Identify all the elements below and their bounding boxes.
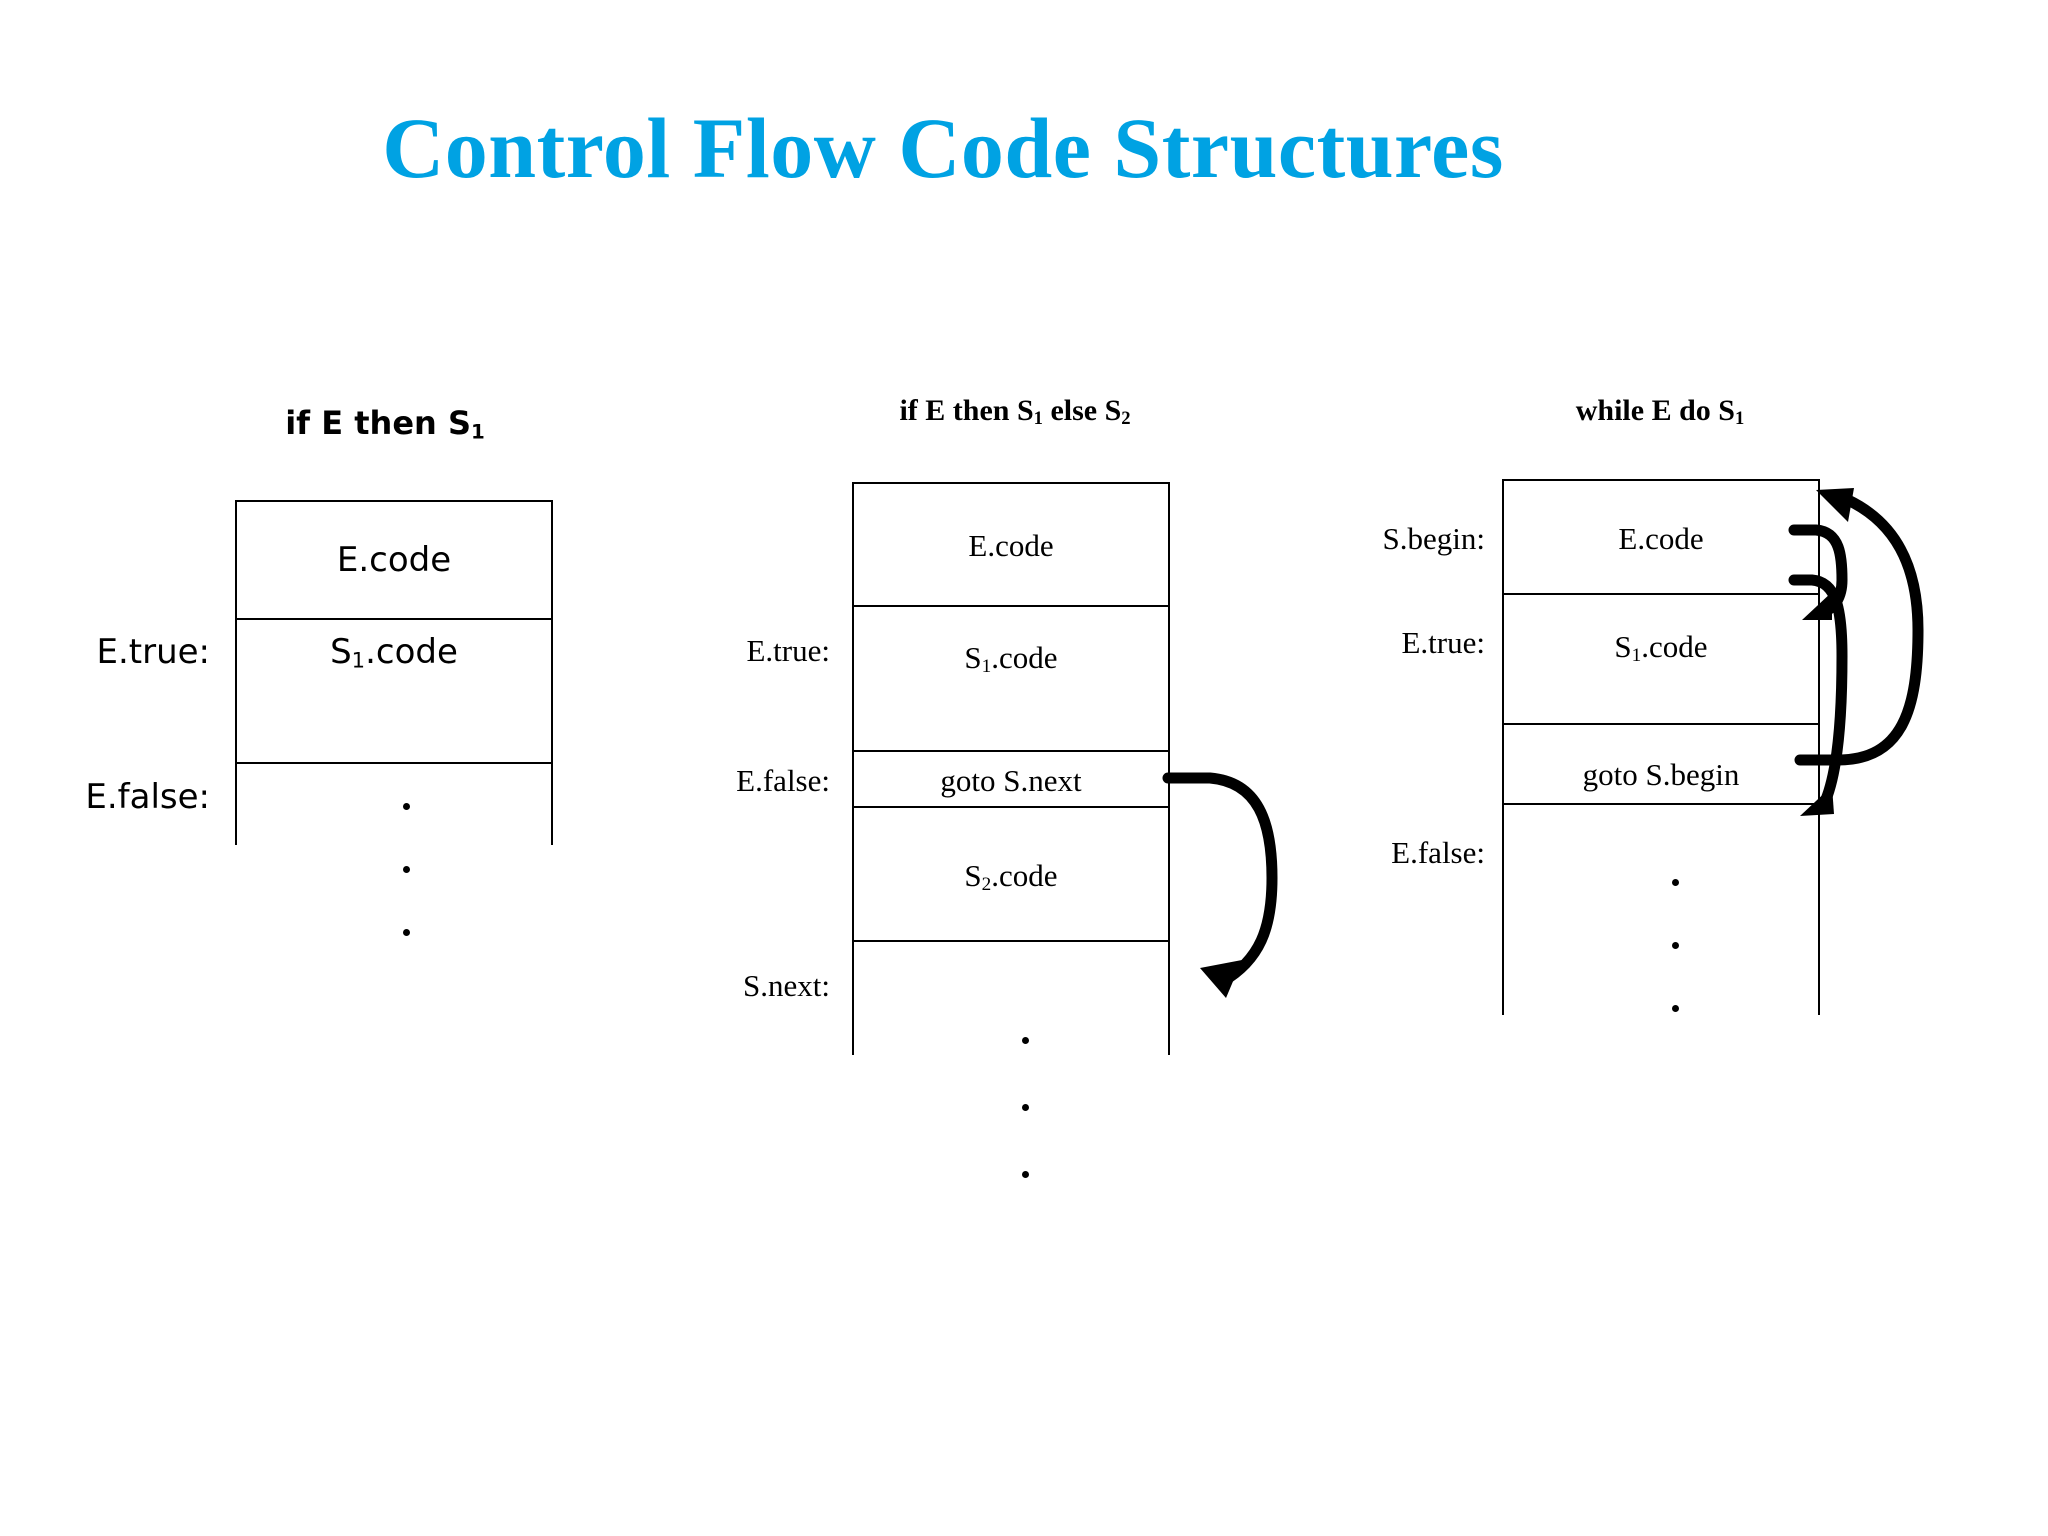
cell-s2-code-text: S bbox=[964, 858, 982, 893]
header-subscript-2: 2 bbox=[1121, 408, 1131, 430]
frame-right-border bbox=[1818, 479, 1820, 1015]
cell-s1-code: S1.code bbox=[852, 640, 1170, 678]
ellipsis-dot bbox=[1672, 879, 1679, 886]
cell-s1-code: S1.code bbox=[235, 632, 553, 673]
cell-s1-code-suffix: .code bbox=[1641, 629, 1708, 664]
label-s-next: S.next: bbox=[743, 968, 830, 1003]
cell-s2-code-subscript: 2 bbox=[981, 874, 992, 896]
header-subscript: 1 bbox=[470, 420, 485, 444]
divider-e-false bbox=[235, 762, 553, 764]
diagram-if-then-header: if E then S1 bbox=[200, 404, 570, 443]
frame-top-border bbox=[852, 482, 1170, 484]
ellipsis-dot bbox=[1022, 1037, 1029, 1044]
frame-right-border bbox=[1168, 482, 1170, 1055]
label-e-false: E.false: bbox=[1391, 835, 1485, 870]
cell-s1-code-subscript: 1 bbox=[981, 656, 992, 678]
header-subscript: 1 bbox=[1033, 408, 1043, 430]
ellipsis-dot bbox=[1022, 1104, 1029, 1111]
frame-left-border bbox=[1502, 479, 1504, 1015]
cell-goto-s-next: goto S.next bbox=[940, 763, 1082, 798]
label-e-true: E.true: bbox=[1401, 625, 1486, 660]
header-text: while E do S bbox=[1575, 394, 1735, 427]
divider-e-false bbox=[1502, 803, 1820, 805]
cell-s1-code: S1.code bbox=[1502, 629, 1820, 667]
arrow-group-while-loop bbox=[1788, 488, 1924, 816]
label-e-true: E.true: bbox=[746, 633, 831, 668]
diagram-if-then-else-header: if E then S1 else S2 bbox=[820, 394, 1210, 430]
frame-right-border bbox=[551, 500, 553, 845]
cell-s2-code: S2.code bbox=[852, 858, 1170, 896]
cell-s1-code-subscript: 1 bbox=[1631, 645, 1642, 667]
ellipsis-dot bbox=[403, 803, 410, 810]
divider-e-true bbox=[235, 618, 553, 620]
cell-s1-code-subscript: 1 bbox=[351, 647, 366, 673]
cell-s1-code-suffix: .code bbox=[991, 640, 1058, 675]
divider-e-false bbox=[852, 750, 1170, 752]
cell-e-code: E.code bbox=[1618, 521, 1704, 556]
cell-s1-code-suffix: .code bbox=[365, 632, 458, 672]
page-title: Control Flow Code Structures bbox=[382, 100, 1504, 196]
ellipsis-dot bbox=[403, 929, 410, 936]
cell-s1-code-text: S bbox=[964, 640, 982, 675]
frame-left-border bbox=[852, 482, 854, 1055]
cell-s1-code-text: S bbox=[330, 632, 352, 672]
ellipsis-dot bbox=[403, 866, 410, 873]
ellipsis-dot bbox=[1022, 1171, 1029, 1178]
frame-top-border bbox=[1502, 479, 1820, 481]
header-text: if E then S bbox=[899, 394, 1034, 427]
divider-s-next bbox=[852, 940, 1170, 942]
label-e-false: E.false: bbox=[85, 777, 210, 817]
frame-top-border bbox=[235, 500, 553, 502]
divider-goto bbox=[1502, 723, 1820, 725]
divider-e-true bbox=[1502, 593, 1820, 595]
arrow-goto-s-next bbox=[1162, 772, 1278, 998]
ellipsis-dot bbox=[1672, 1005, 1679, 1012]
divider-e-true bbox=[852, 605, 1170, 607]
label-s-begin: S.begin: bbox=[1382, 521, 1485, 556]
frame-left-border bbox=[235, 500, 237, 845]
header-text-mid: else S bbox=[1042, 394, 1122, 427]
cell-s2-code-suffix: .code bbox=[991, 858, 1058, 893]
label-e-true: E.true: bbox=[96, 632, 210, 672]
divider-s2-code bbox=[852, 806, 1170, 808]
diagram-while-do-header: while E do S1 bbox=[1480, 394, 1840, 430]
cell-e-code: E.code bbox=[336, 540, 452, 580]
cell-e-code: E.code bbox=[968, 528, 1054, 563]
label-e-false: E.false: bbox=[736, 763, 830, 798]
header-text: if E then S bbox=[285, 404, 471, 442]
ellipsis-dot bbox=[1672, 942, 1679, 949]
cell-s1-code-text: S bbox=[1614, 629, 1632, 664]
header-subscript: 1 bbox=[1734, 408, 1745, 430]
cell-goto-s-begin: goto S.begin bbox=[1582, 757, 1740, 792]
